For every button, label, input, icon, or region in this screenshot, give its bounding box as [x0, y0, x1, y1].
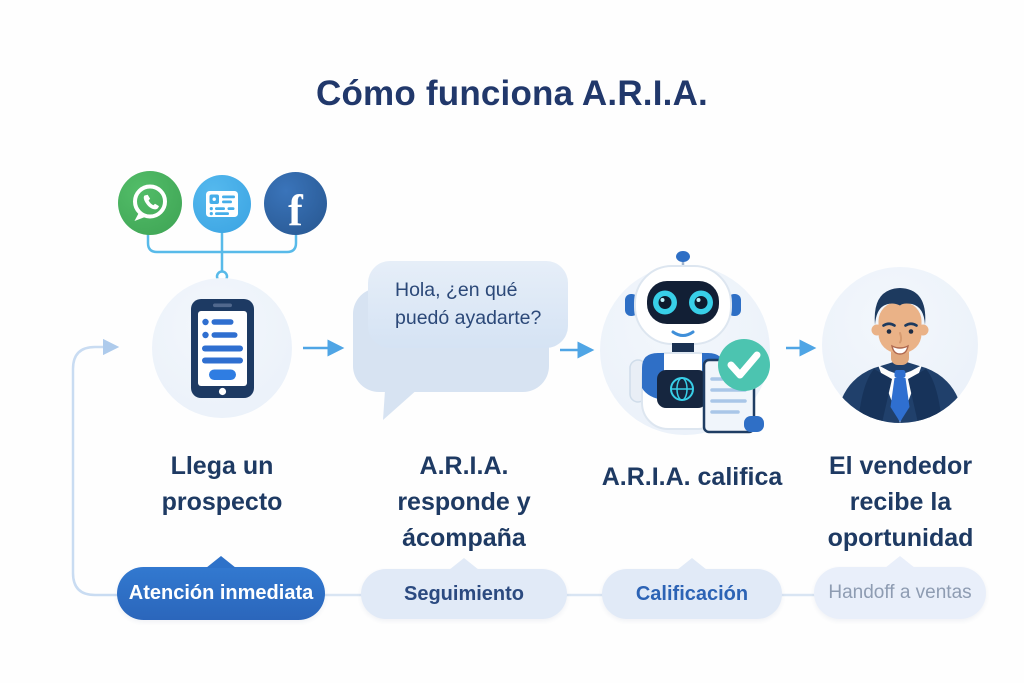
robot-illustration — [625, 251, 770, 434]
chat-bubble: Hola, ¿en qué puedó ayadarte? — [368, 261, 568, 348]
webform-glyph — [206, 191, 238, 217]
salesperson-avatar — [822, 267, 978, 423]
whatsapp-glyph — [133, 184, 167, 221]
step4-label: El vendedor recibe la oportunidad — [827, 452, 974, 552]
stage-pill-atencion-inmediata: Atención inmediata — [117, 567, 325, 620]
stage-pill-label: Handoff a ventas — [828, 582, 972, 603]
salesperson-illustration — [836, 288, 964, 423]
step3-label: A.R.I.A. califica — [601, 463, 783, 491]
stage-pill-label: Calificación — [635, 582, 749, 605]
webform-icon — [193, 175, 251, 233]
page-title: Cómo funciona A.R.I.A. — [316, 74, 708, 113]
chat-bubble-text-line1: Hola, ¿en qué — [395, 279, 518, 301]
facebook-f-glyph: f — [288, 185, 303, 235]
facebook-icon: f — [264, 172, 327, 235]
stage-pill-label: Seguimiento — [403, 582, 524, 605]
stage-pill-calificacion: Calificación — [602, 569, 782, 619]
loop-back-line — [71, 338, 200, 597]
stage-pill-seguimiento: Seguimiento — [361, 569, 567, 619]
step1-label: Llega un prospecto — [161, 452, 283, 516]
smartphone-icon — [191, 299, 254, 398]
stage-pill-handoff-ventas: Handoff a ventas — [814, 567, 986, 619]
step2-label: A.R.I.A. responde y ácompaña — [397, 452, 531, 552]
whatsapp-icon — [118, 171, 182, 235]
check-badge-icon — [718, 339, 770, 391]
stage-pill-label: Atención inmediata — [128, 582, 314, 604]
chat-bubble-text-line2: puedó ayadarte? — [395, 306, 542, 329]
